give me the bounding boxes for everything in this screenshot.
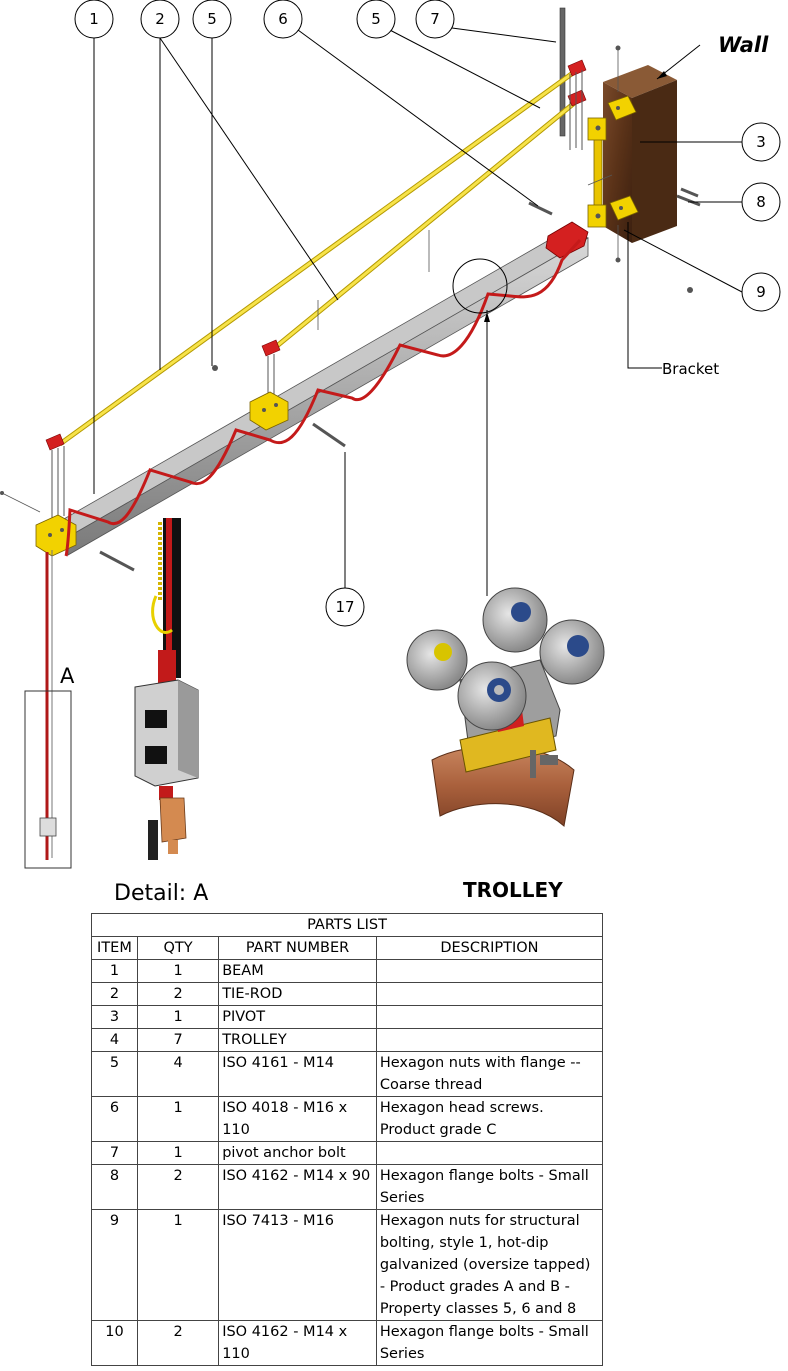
cell-qty: 1 xyxy=(136,1141,220,1165)
callout-17-label: 17 xyxy=(335,598,354,616)
callout-2: 2 xyxy=(140,0,180,39)
wall-block xyxy=(603,65,677,243)
cell-qty: 2 xyxy=(136,1320,220,1366)
cell-description: Hexagon head screws. Product grade C xyxy=(375,1096,604,1142)
callout-9-label: 9 xyxy=(756,283,766,301)
callout-3-label: 3 xyxy=(756,133,766,151)
cell-qty: 7 xyxy=(136,1028,220,1052)
loose-fasteners xyxy=(0,45,701,572)
detail-caption: Detail: A xyxy=(114,881,208,905)
detail-a-frame xyxy=(24,690,72,869)
callout-17: 17 xyxy=(325,587,365,627)
cell-part-number: TROLLEY xyxy=(218,1028,377,1052)
cell-item: 7 xyxy=(91,1141,138,1165)
callout-5a: 5 xyxy=(192,0,232,39)
pivot xyxy=(587,95,639,228)
tie-rod-upper xyxy=(58,67,579,447)
cell-description xyxy=(375,1005,604,1029)
cell-description: Hexagon nuts for structural bolting, sty… xyxy=(375,1209,604,1321)
bracket-label: Bracket xyxy=(662,360,719,378)
cell-item: 5 xyxy=(91,1051,138,1097)
cell-part-number: PIVOT xyxy=(218,1005,377,1029)
table-row: 6 1 ISO 4018 - M16 x 110 Hexagon head sc… xyxy=(91,1096,604,1142)
callout-7: 7 xyxy=(415,0,455,39)
wall-label: Wall xyxy=(718,33,769,57)
cell-description: Hexagon nuts with flange -- Coarse threa… xyxy=(375,1051,604,1097)
cell-part-number: ISO 4018 - M16 x 110 xyxy=(218,1096,377,1142)
cell-item: 4 xyxy=(91,1028,138,1052)
callout-5a-label: 5 xyxy=(207,10,217,28)
cell-description xyxy=(375,982,604,1006)
cell-item: 1 xyxy=(91,959,138,983)
cell-qty: 1 xyxy=(136,1209,220,1321)
cell-qty: 4 xyxy=(136,1051,220,1097)
callout-5b-label: 5 xyxy=(371,10,381,28)
cell-part-number: TIE-ROD xyxy=(218,982,377,1006)
cell-item: 2 xyxy=(91,982,138,1006)
cell-part-number: ISO 7413 - M16 xyxy=(218,1209,377,1321)
header-qty: QTY xyxy=(136,936,220,960)
cell-description xyxy=(375,959,604,983)
callout-8: 8 xyxy=(741,182,781,222)
table-row: 9 1 ISO 7413 - M16 Hexagon nuts for stru… xyxy=(91,1209,604,1321)
cell-qty: 1 xyxy=(136,1096,220,1142)
cell-part-number: ISO 4161 - M14 xyxy=(218,1051,377,1097)
drop-cable xyxy=(39,550,57,860)
header-part-number: PART NUMBER xyxy=(218,936,377,960)
callout-6-label: 6 xyxy=(278,10,288,28)
table-row: 5 4 ISO 4161 - M14 Hexagon nuts with fla… xyxy=(91,1051,604,1097)
cell-part-number: BEAM xyxy=(218,959,377,983)
cell-qty: 2 xyxy=(136,1164,220,1210)
callout-5b: 5 xyxy=(356,0,396,39)
callout-7-label: 7 xyxy=(430,10,440,28)
header-description: DESCRIPTION xyxy=(375,936,604,960)
cell-item: 8 xyxy=(91,1164,138,1210)
table-row: 4 7 TROLLEY xyxy=(91,1028,604,1052)
callout-6: 6 xyxy=(263,0,303,39)
festoon-cable xyxy=(64,238,582,557)
parts-list-title: PARTS LIST xyxy=(91,913,603,937)
cell-description xyxy=(375,1028,604,1052)
table-row: 8 2 ISO 4162 - M14 x 90 Hexagon flange b… xyxy=(91,1164,604,1210)
table-row: 3 1 PIVOT xyxy=(91,1005,604,1029)
callout-9: 9 xyxy=(741,272,781,312)
control-pendant xyxy=(134,518,199,860)
cell-description: Hexagon flange bolts - Small Series xyxy=(375,1320,604,1366)
cell-qty: 1 xyxy=(136,1005,220,1029)
cell-qty: 2 xyxy=(136,982,220,1006)
cell-item: 3 xyxy=(91,1005,138,1029)
cell-description xyxy=(375,1141,604,1165)
detail-a-marker: A xyxy=(60,664,75,688)
parts-list-table: PARTS LIST ITEM QTY PART NUMBER DESCRIPT… xyxy=(91,913,604,1366)
header-item: ITEM xyxy=(91,936,138,960)
trolley-caption: TROLLEY xyxy=(463,878,563,902)
cell-description: Hexagon flange bolts - Small Series xyxy=(375,1164,604,1210)
callout-8-label: 8 xyxy=(756,193,766,211)
beam-brackets xyxy=(35,391,289,557)
cell-part-number: ISO 4162 - M14 x 90 xyxy=(218,1164,377,1210)
cell-part-number: ISO 4162 - M14 x 110 xyxy=(218,1320,377,1366)
callout-leaders xyxy=(93,27,743,590)
table-row: 1 1 BEAM xyxy=(91,959,604,983)
cell-item: 6 xyxy=(91,1096,138,1142)
callout-1-label: 1 xyxy=(89,10,99,28)
tie-rod-lower xyxy=(270,98,580,352)
table-row: 2 2 TIE-ROD xyxy=(91,982,604,1006)
table-row: 10 2 ISO 4162 - M14 x 110 Hexagon flange… xyxy=(91,1320,604,1366)
cell-part-number: pivot anchor bolt xyxy=(218,1141,377,1165)
cell-item: 10 xyxy=(91,1320,138,1366)
beam-end-cap xyxy=(545,221,589,259)
cell-item: 9 xyxy=(91,1209,138,1321)
table-row: 7 1 pivot anchor bolt xyxy=(91,1141,604,1165)
wall-leader xyxy=(656,44,701,80)
callout-1: 1 xyxy=(74,0,114,39)
anchor-bolt xyxy=(559,7,566,137)
callout-3: 3 xyxy=(741,122,781,162)
callout-2-label: 2 xyxy=(155,10,165,28)
phantom-lines xyxy=(317,48,619,330)
assembly-drawing: Wall xyxy=(0,0,781,905)
cell-qty: 1 xyxy=(136,959,220,983)
trolley-illustration xyxy=(406,258,605,827)
